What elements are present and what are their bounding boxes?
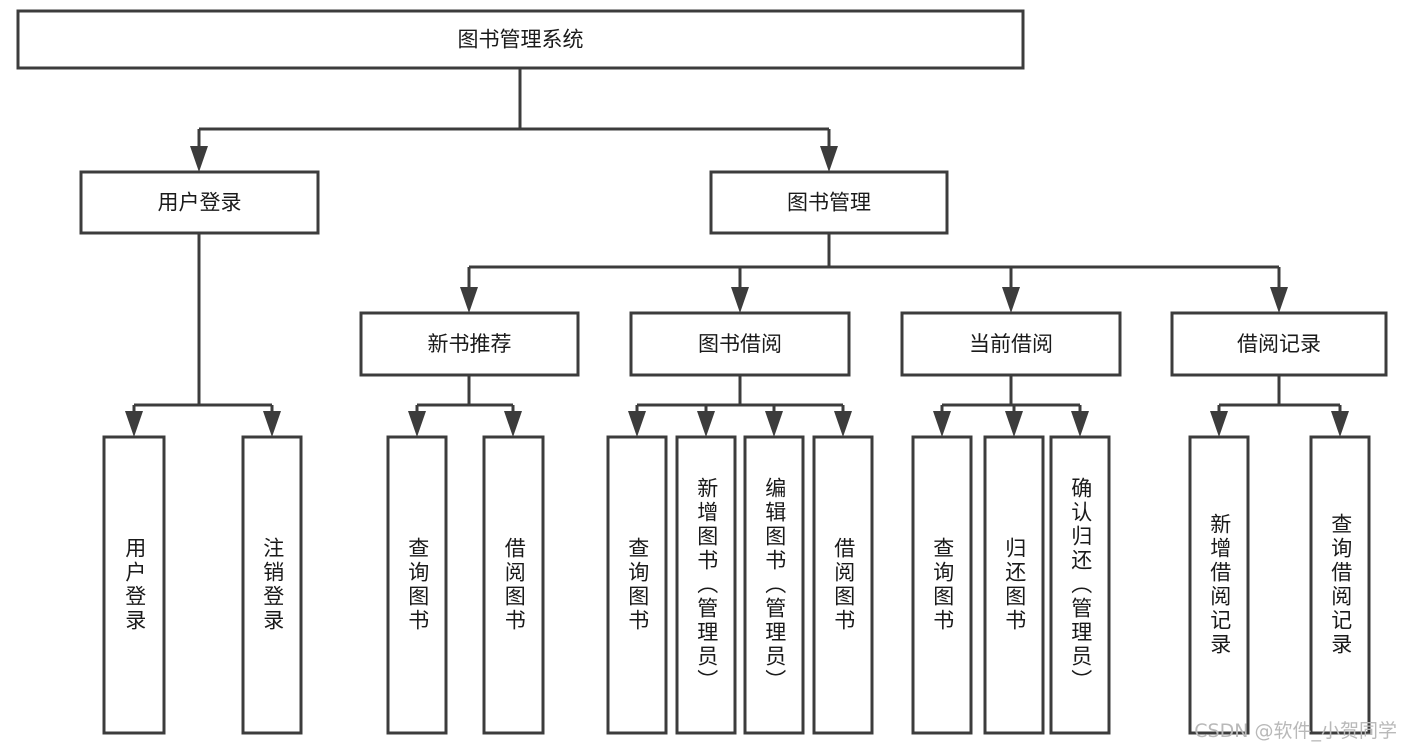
node-box-leaf-logout[interactable] xyxy=(241,435,303,735)
node-label-new-book-rec: 新书推荐 xyxy=(428,332,512,356)
node-leaf-query-book-2[interactable] xyxy=(606,435,668,735)
node-leaf-edit-book[interactable] xyxy=(743,435,805,735)
watermark-text: CSDN @软件_小贺同学 xyxy=(1194,720,1397,742)
node-current-borrow[interactable]: 当前借阅 xyxy=(900,311,1122,377)
node-box-leaf-borrow-book-2[interactable] xyxy=(812,435,874,735)
node-box-borrow-record[interactable] xyxy=(1170,311,1388,377)
node-box-leaf-add-book[interactable] xyxy=(675,435,737,735)
arrowhead-current-borrow-1 xyxy=(1005,411,1023,437)
node-box-book-manage[interactable] xyxy=(709,170,949,235)
arrowhead-user-login-1 xyxy=(263,411,281,437)
node-box-book-borrow[interactable] xyxy=(629,311,851,377)
node-leaf-user-login[interactable] xyxy=(102,435,166,735)
node-leaf-query-book-1[interactable] xyxy=(386,435,448,735)
arrowhead-book-manage-3 xyxy=(1270,287,1288,313)
node-root[interactable]: 图书管理系统 xyxy=(16,9,1025,70)
arrowhead-new-book-rec-0 xyxy=(408,411,426,437)
node-leaf-query-book-3[interactable] xyxy=(911,435,973,735)
connector-layer xyxy=(125,68,1349,437)
node-box-current-borrow[interactable] xyxy=(900,311,1122,377)
node-leaf-confirm-return[interactable] xyxy=(1049,435,1111,735)
arrowhead-book-manage-2 xyxy=(1002,287,1020,313)
node-leaf-borrow-book-1[interactable] xyxy=(482,435,545,735)
arrowhead-current-borrow-0 xyxy=(933,411,951,437)
arrowhead-book-borrow-3 xyxy=(834,411,852,437)
arrowhead-new-book-rec-1 xyxy=(504,411,522,437)
node-leaf-add-book[interactable] xyxy=(675,435,737,735)
arrowhead-book-borrow-2 xyxy=(765,411,783,437)
arrowhead-borrow-record-1 xyxy=(1331,411,1349,437)
node-leaf-query-record[interactable] xyxy=(1309,435,1371,735)
node-label-book-manage: 图书管理 xyxy=(787,191,871,215)
node-user-login[interactable]: 用户登录 xyxy=(79,170,320,235)
arrowhead-root-1 xyxy=(820,146,838,172)
node-label-user-login: 用户登录 xyxy=(158,191,242,215)
node-leaf-return-book[interactable] xyxy=(983,435,1045,735)
node-box-leaf-confirm-return[interactable] xyxy=(1049,435,1111,735)
node-box-leaf-query-record[interactable] xyxy=(1309,435,1371,735)
arrowhead-borrow-record-0 xyxy=(1210,411,1228,437)
node-box-leaf-query-book-1[interactable] xyxy=(386,435,448,735)
node-label-borrow-record: 借阅记录 xyxy=(1237,332,1321,356)
node-leaf-logout[interactable] xyxy=(241,435,303,735)
arrowhead-root-0 xyxy=(190,146,208,172)
node-box-leaf-query-book-3[interactable] xyxy=(911,435,973,735)
node-leaf-borrow-book-2[interactable] xyxy=(812,435,874,735)
arrowhead-book-manage-1 xyxy=(731,287,749,313)
node-box-user-login[interactable] xyxy=(79,170,320,235)
node-new-book-rec[interactable]: 新书推荐 xyxy=(359,311,580,377)
node-label-book-borrow: 图书借阅 xyxy=(698,332,782,356)
node-box-leaf-query-book-2[interactable] xyxy=(606,435,668,735)
node-box-root[interactable] xyxy=(16,9,1025,70)
node-leaf-add-record[interactable] xyxy=(1188,435,1250,735)
arrowhead-book-manage-0 xyxy=(460,287,478,313)
node-book-borrow[interactable]: 图书借阅 xyxy=(629,311,851,377)
node-box-new-book-rec[interactable] xyxy=(359,311,580,377)
node-box-leaf-add-record[interactable] xyxy=(1188,435,1250,735)
arrowhead-book-borrow-0 xyxy=(628,411,646,437)
arrowhead-user-login-0 xyxy=(125,411,143,437)
node-label-current-borrow: 当前借阅 xyxy=(969,332,1053,356)
node-box-leaf-edit-book[interactable] xyxy=(743,435,805,735)
node-box-leaf-return-book[interactable] xyxy=(983,435,1045,735)
node-box-leaf-borrow-book-1[interactable] xyxy=(482,435,545,735)
arrowhead-book-borrow-1 xyxy=(697,411,715,437)
node-book-manage[interactable]: 图书管理 xyxy=(709,170,949,235)
node-box-leaf-user-login[interactable] xyxy=(102,435,166,735)
node-label-root: 图书管理系统 xyxy=(458,28,584,52)
arrowhead-current-borrow-2 xyxy=(1071,411,1089,437)
node-borrow-record[interactable]: 借阅记录 xyxy=(1170,311,1388,377)
